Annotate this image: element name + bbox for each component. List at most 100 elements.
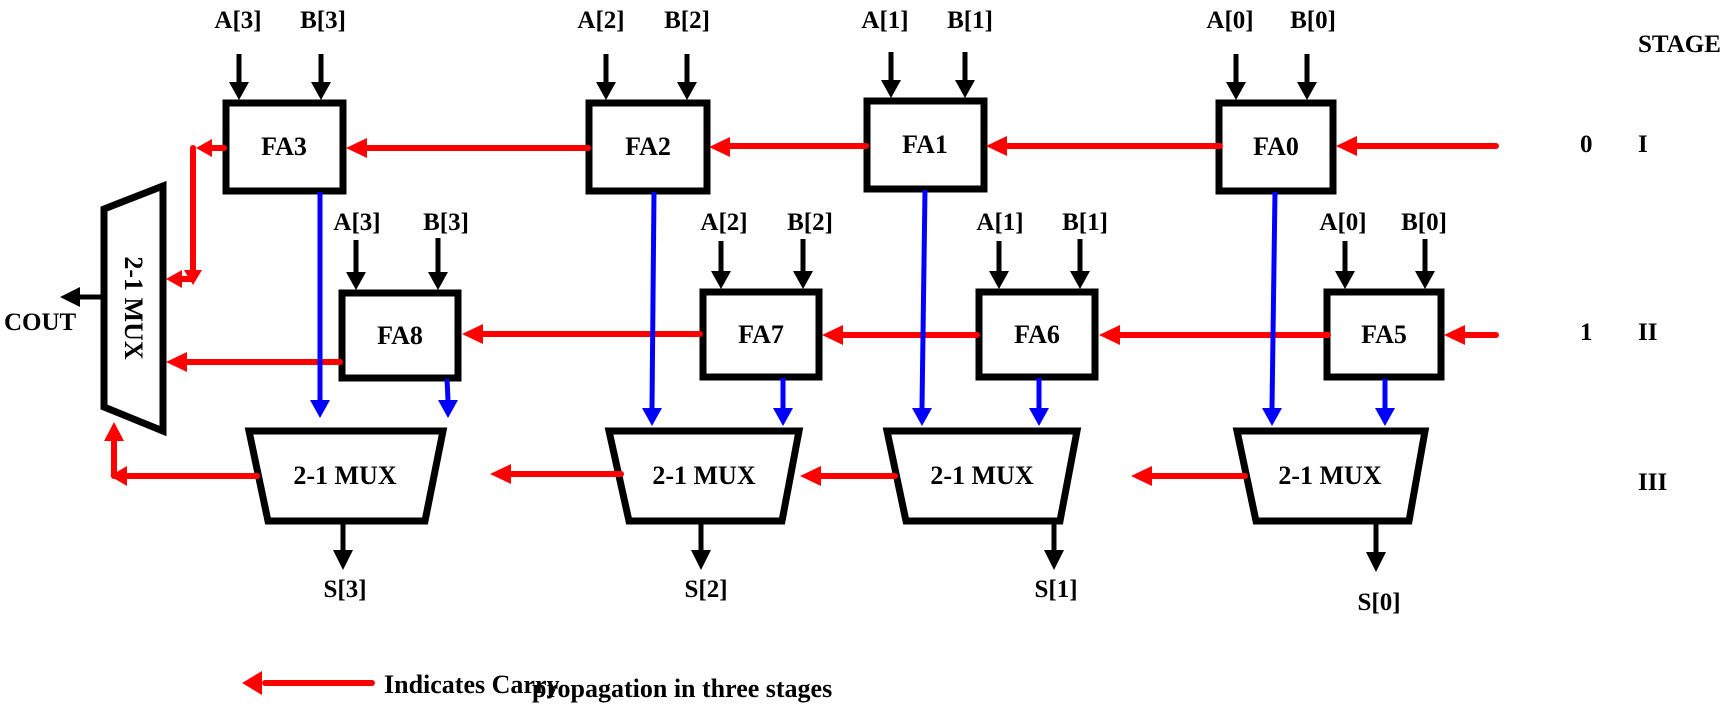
sum-arrow-icon — [773, 408, 793, 426]
arrow-head-icon — [1366, 552, 1386, 572]
input-a2-row2: A[2] — [700, 209, 747, 236]
stage-label-1: I — [1638, 131, 1648, 158]
arrow-head-icon — [311, 82, 331, 100]
output-s2: S[2] — [684, 576, 727, 603]
arrow-head-icon — [1044, 550, 1064, 570]
full-adder-fa3: FA3 — [222, 99, 347, 195]
row1-input-arrows — [229, 52, 1317, 100]
output-s3: S[3] — [323, 576, 366, 603]
input-b2-row1: B[2] — [664, 7, 710, 34]
arrow-head-icon — [793, 271, 813, 289]
sum-lines — [310, 189, 1395, 426]
carry-arrow-icon — [490, 464, 511, 484]
arrow-head-icon — [989, 271, 1009, 289]
mux2-label: 2-1 MUX — [652, 461, 755, 490]
fa3-label: FA3 — [261, 132, 307, 161]
cout-arrow-icon — [60, 287, 80, 307]
mux3-label: 2-1 MUX — [293, 461, 396, 490]
carry-arrow-icon — [709, 137, 730, 157]
arrow-head-icon — [955, 80, 975, 98]
stage3-carry-chain — [104, 422, 1248, 486]
input-b3-row2: B[3] — [423, 209, 469, 236]
carry-arrow-icon — [1444, 325, 1465, 345]
carry-arrow-icon — [346, 138, 367, 158]
arrow-head-icon — [596, 82, 616, 100]
legend-carry-arrow-icon — [242, 671, 262, 695]
carry-arrow-icon — [104, 422, 124, 441]
fa5-label: FA5 — [1361, 320, 1407, 349]
input-b0-row1: B[0] — [1290, 7, 1336, 34]
arrow-head-icon — [881, 80, 901, 98]
fa2-label: FA2 — [625, 132, 671, 161]
carry-in-0: 0 — [1580, 131, 1593, 158]
mux-stage3-bit2: 2-1 MUX — [604, 427, 804, 525]
stage1-carry-chain — [166, 136, 1499, 288]
sum-arrow-icon — [642, 408, 662, 426]
input-a0-row1: A[0] — [1206, 7, 1253, 34]
row2-input-arrows — [346, 238, 1435, 290]
stage-label-3: III — [1638, 469, 1667, 496]
input-a1-row2: A[1] — [976, 209, 1023, 236]
input-a0-row2: A[0] — [1319, 209, 1366, 236]
input-a1-row1: A[1] — [861, 7, 908, 34]
fa7-label: FA7 — [738, 320, 784, 349]
arrow-head-icon — [711, 271, 731, 289]
carry-arrow-icon — [196, 139, 212, 157]
carry-arrow-icon — [800, 466, 821, 486]
legend: Indicates Carry propagation in three sta… — [242, 670, 832, 703]
carry-arrow-icon — [1131, 466, 1152, 486]
carry-arrow-icon — [110, 466, 127, 486]
final-mux-label: 2-1 MUX — [119, 256, 148, 359]
full-adder-fa6: FA6 — [975, 288, 1099, 381]
sum-arrow-icon — [1375, 408, 1395, 426]
carry-arrow-icon — [462, 324, 483, 344]
mux-stage3-bit0: 2-1 MUX — [1232, 427, 1430, 525]
carry-arrow-icon — [166, 270, 182, 288]
carry-arrow-icon — [1336, 136, 1357, 156]
carry-arrow-icon — [822, 325, 843, 345]
sum-arrow-icon — [1029, 408, 1049, 426]
legend-text-1: Indicates Carry — [384, 670, 559, 699]
sum-arrow-icon — [438, 400, 458, 418]
carry-in-1: 1 — [1580, 319, 1593, 346]
arrow-head-icon — [428, 272, 448, 290]
output-s1: S[1] — [1034, 576, 1077, 603]
mux1-label: 2-1 MUX — [930, 461, 1033, 490]
fa6-label: FA6 — [1014, 320, 1060, 349]
input-b1-row1: B[1] — [947, 7, 993, 34]
carry-out-label: COUT — [4, 309, 77, 336]
full-adder-fa7: FA7 — [699, 288, 823, 381]
stage-label-2: II — [1638, 319, 1657, 346]
carry-arrow-icon — [1099, 325, 1120, 345]
input-a3-row1: A[3] — [214, 7, 261, 34]
input-a3-row2: A[3] — [333, 209, 380, 236]
mux0-label: 2-1 MUX — [1278, 461, 1381, 490]
fa0-label: FA0 — [1253, 132, 1299, 161]
input-b1-row2: B[1] — [1062, 209, 1108, 236]
arrow-head-icon — [691, 550, 711, 570]
full-adder-fa8: FA8 — [338, 289, 462, 382]
input-b0-row2: B[0] — [1401, 209, 1447, 236]
legend-text-2: propagation in three stages — [532, 674, 832, 703]
fa8-label: FA8 — [377, 321, 423, 350]
arrow-head-icon — [1226, 82, 1246, 100]
full-adder-fa5: FA5 — [1323, 288, 1445, 381]
fa1-label: FA1 — [902, 130, 948, 159]
arrow-head-icon — [1297, 82, 1317, 100]
full-adder-fa1: FA1 — [863, 97, 988, 193]
arrow-head-icon — [346, 272, 366, 290]
arrow-head-icon — [229, 82, 249, 100]
full-adder-fa0: FA0 — [1215, 99, 1337, 195]
arrow-head-icon — [1070, 271, 1090, 289]
output-s0: S[0] — [1357, 589, 1400, 616]
final-carry-mux: 2-1 MUX — [100, 180, 167, 437]
input-b3-row1: B[3] — [300, 7, 346, 34]
mux-stage3-bit3: 2-1 MUX — [244, 427, 448, 525]
sum-output-arrows — [333, 523, 1386, 572]
arrow-head-icon — [333, 550, 353, 570]
arrow-head-icon — [1415, 271, 1435, 289]
arrow-head-icon — [1335, 271, 1355, 289]
mux-stage3-bit1: 2-1 MUX — [882, 427, 1082, 525]
stage2-carry-chain — [166, 324, 1499, 372]
